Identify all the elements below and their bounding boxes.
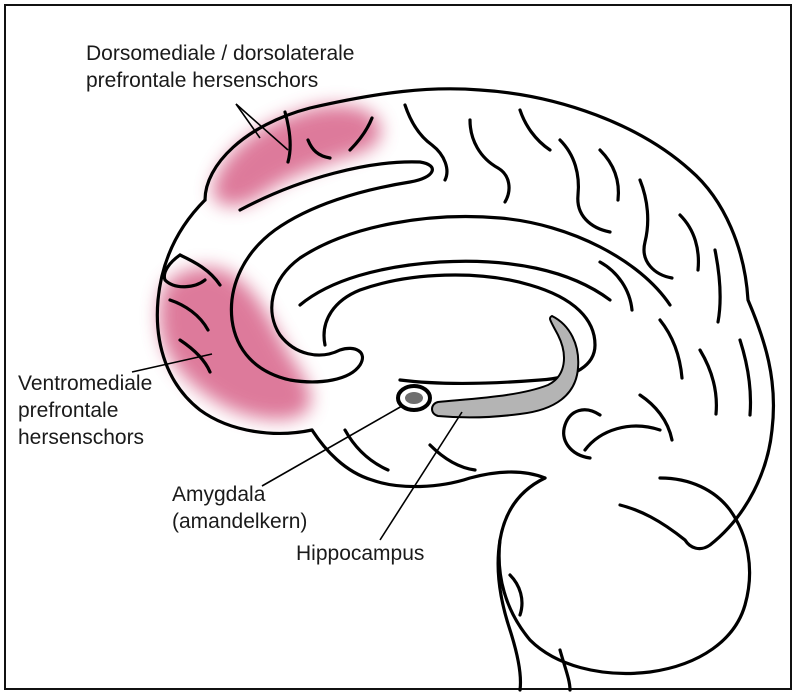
label-dorsal-prefrontal-cortex: Dorsomediale / dorsolaterale prefrontale… xyxy=(86,40,354,94)
brainstem-outline xyxy=(498,540,520,690)
leader-hippocampus xyxy=(380,412,462,540)
label-amygdala: Amygdala (amandelkern) xyxy=(172,481,307,535)
label-line: Dorsomediale / dorsolaterale xyxy=(86,40,354,67)
label-ventromedial-prefrontal-cortex: Ventromediale prefrontale hersenschors xyxy=(18,370,152,451)
label-hippocampus: Hippocampus xyxy=(296,540,424,567)
hippocampus-shape xyxy=(432,316,578,417)
label-line: hersenschors xyxy=(18,424,152,451)
label-line: Ventromediale xyxy=(18,370,152,397)
dorsal-pfc-highlight xyxy=(212,105,381,206)
label-line: (amandelkern) xyxy=(172,508,307,535)
label-line: Hippocampus xyxy=(296,540,424,567)
amygdala-shape xyxy=(398,386,430,410)
label-line: Amygdala xyxy=(172,481,307,508)
label-line: prefrontale hersenschors xyxy=(86,67,354,94)
corpus-callosum xyxy=(231,162,670,382)
label-line: prefrontale xyxy=(18,397,152,424)
temporal-lobe-outline xyxy=(312,430,545,487)
